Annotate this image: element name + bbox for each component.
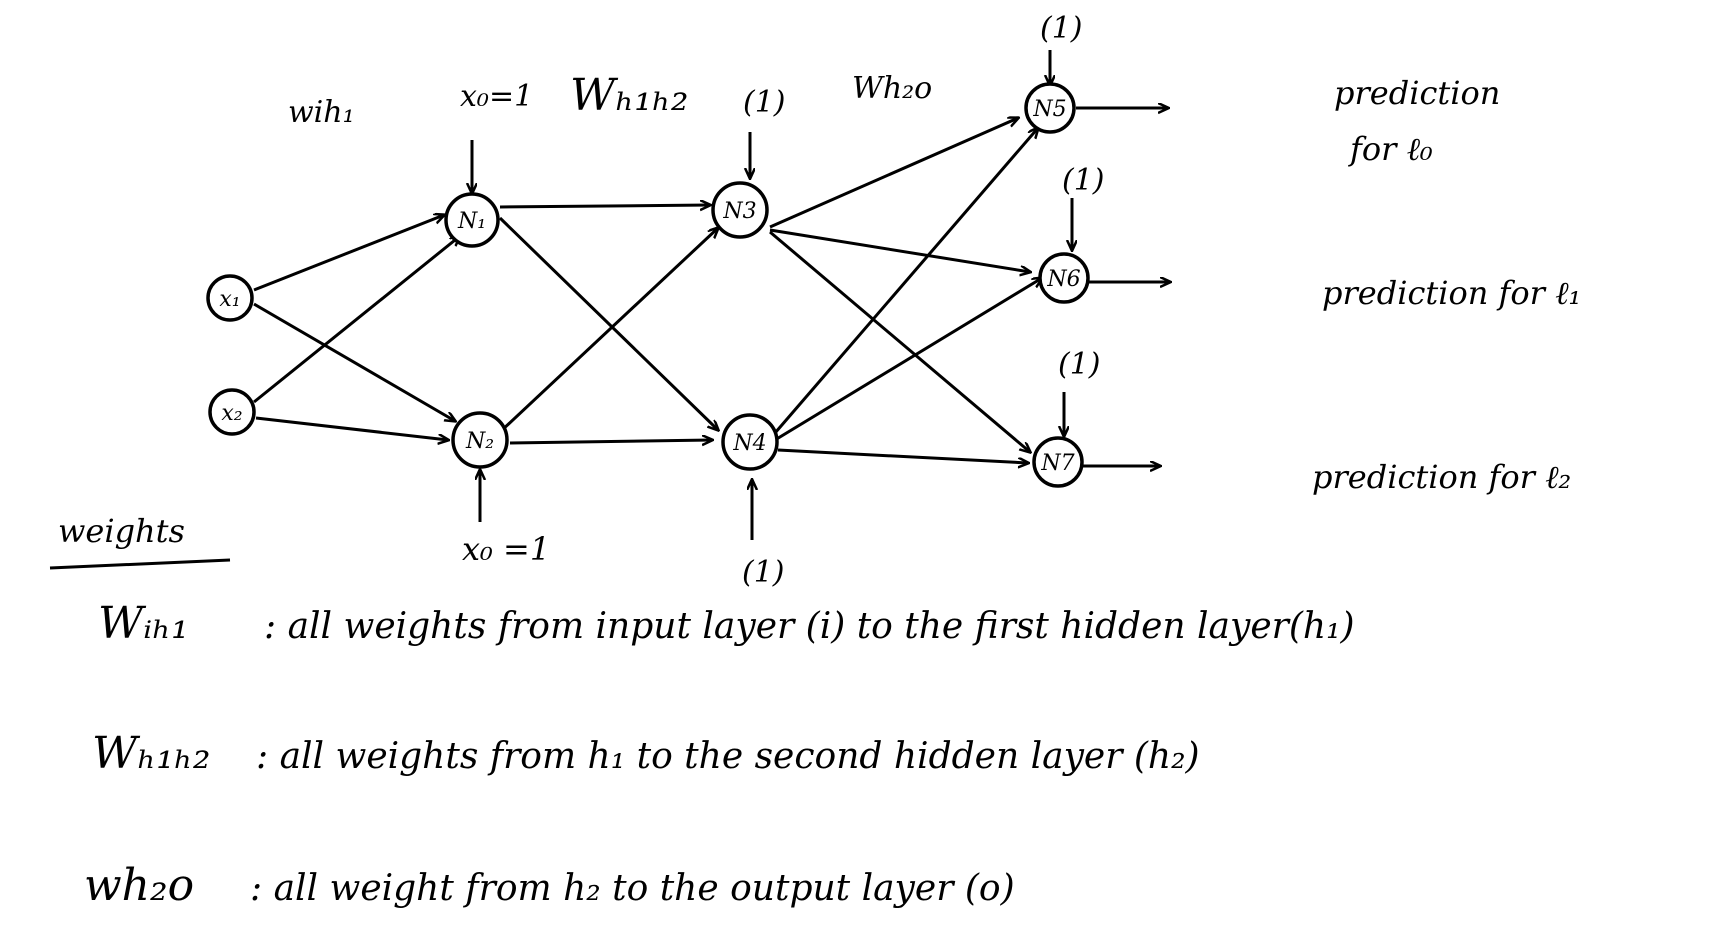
output-label-l0-line1: prediction xyxy=(1334,74,1500,112)
bias-label-n1: x₀=1 xyxy=(460,79,533,114)
edge-x1-n2 xyxy=(253,302,455,421)
node-n6: N6 xyxy=(1038,252,1090,304)
output-label-l0-line2: for ℓ₀ xyxy=(1348,130,1433,168)
edge-n2-n4 xyxy=(509,440,712,443)
node-n5-label: N5 xyxy=(1032,97,1066,122)
node-n5: N5 xyxy=(1024,82,1076,134)
legend-heading-underline xyxy=(49,558,231,570)
layer-label-wh1h2: Wₕ₁ₕ₂ xyxy=(570,70,689,121)
legend-row3-symbol: wh₂o xyxy=(84,860,194,911)
edge-n4-n7 xyxy=(777,448,1028,463)
bias-label-n7: (1) xyxy=(1058,347,1101,382)
node-n2-label: N₂ xyxy=(465,429,494,454)
edge-n3-n7 xyxy=(769,230,1030,452)
node-n6-label: N6 xyxy=(1046,267,1080,292)
node-n3: N3 xyxy=(711,181,769,239)
output-label-l1: prediction for ℓ₁ xyxy=(1322,274,1581,312)
legend-row1-text: : all weights from input layer (i) to th… xyxy=(264,606,1355,647)
layer-label-wh2o: Wh₂o xyxy=(852,71,932,106)
node-n1: N₁ xyxy=(444,192,500,248)
bias-label-n3: (1) xyxy=(743,85,786,120)
legend-heading: weights xyxy=(58,512,185,550)
legend-row3-text: : all weight from h₂ to the output layer… xyxy=(250,868,1015,909)
bias-label-n4: (1) xyxy=(742,555,785,590)
node-n3-label: N3 xyxy=(722,199,756,224)
output-label-l2: prediction for ℓ₂ xyxy=(1312,458,1571,496)
legend-row2-symbol: Wₕ₁ₕ₂ xyxy=(92,728,211,779)
node-n2: N₂ xyxy=(451,411,509,469)
edge-x1-n1 xyxy=(253,215,444,292)
node-n1-label: N₁ xyxy=(457,209,486,234)
bias-label-n5: (1) xyxy=(1040,11,1083,46)
node-x1-label: x₁ xyxy=(219,287,240,312)
edge-x2-n2 xyxy=(255,416,448,440)
bias-arrows xyxy=(472,50,1072,540)
output-arrows xyxy=(1076,108,1170,466)
legend-row2-text: : all weights from h₁ to the second hidd… xyxy=(256,736,1200,777)
layer-label-wih1: wih₁ xyxy=(288,95,355,130)
node-n7-label: N7 xyxy=(1040,451,1074,476)
edge-n3-n5 xyxy=(769,118,1018,229)
node-n7: N7 xyxy=(1032,436,1084,488)
edge-n1-n4 xyxy=(498,216,718,430)
edges-h1-to-h2 xyxy=(498,205,718,443)
edge-n1-n3 xyxy=(499,205,710,207)
bias-label-n6: (1) xyxy=(1062,163,1105,198)
edge-n4-n6 xyxy=(774,278,1042,442)
node-x1: x₁ xyxy=(206,274,254,322)
node-x2-label: x₂ xyxy=(221,401,242,426)
node-n4-label: N4 xyxy=(732,431,766,456)
edges-h2-to-output xyxy=(769,118,1042,463)
node-n4: N4 xyxy=(721,413,779,471)
node-x2: x₂ xyxy=(208,388,256,436)
edge-n2-n3 xyxy=(498,228,718,434)
edge-n4-n5 xyxy=(773,128,1038,434)
legend-row1-symbol: Wᵢₕ₁ xyxy=(98,598,189,649)
edges-input-to-h1 xyxy=(253,215,460,440)
edge-x2-n1 xyxy=(253,236,460,404)
bias-label-n2: x₀ =1 xyxy=(462,530,550,568)
edge-n3-n6 xyxy=(769,228,1030,272)
